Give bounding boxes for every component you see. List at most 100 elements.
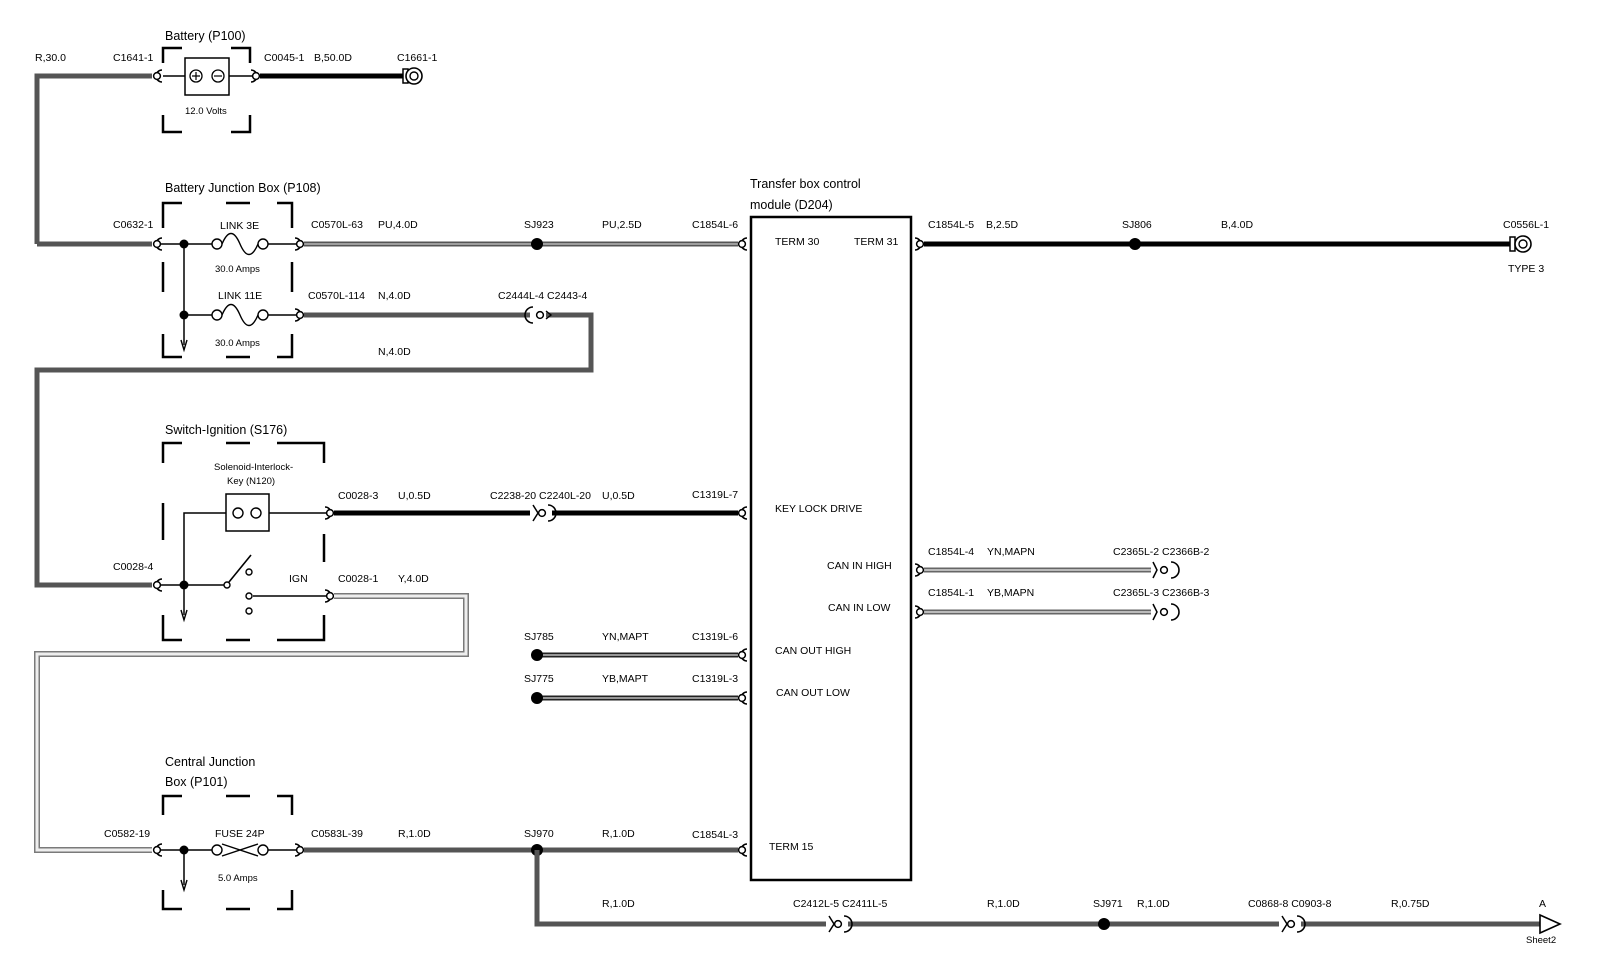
battery-wire-in-label: R,30.0 xyxy=(35,52,66,64)
ground-wire2-label: B,4.0D xyxy=(1221,219,1254,231)
cjb-conn-in: C0582-19 xyxy=(104,828,150,840)
wire-bottom-a xyxy=(534,850,826,927)
connector-c0028-3 xyxy=(324,506,335,520)
connector-c0632-1 xyxy=(152,237,163,251)
bjb-wire2b-label: N,4.0D xyxy=(378,346,411,358)
battery-voltage: 12.0 Volts xyxy=(185,106,227,117)
battery-conn-out-label: C0045-1 xyxy=(264,52,304,64)
bjb-wire2-label: N,4.0D xyxy=(378,290,411,302)
bjb-link2-amps: 30.0 Amps xyxy=(215,338,260,349)
can-high-inline-connector-icon xyxy=(1152,561,1180,579)
module-can-out-low: CAN OUT LOW xyxy=(776,687,850,699)
bjb-title: Battery Junction Box (P108) xyxy=(165,181,321,195)
wire-n-b xyxy=(34,312,594,588)
sheet-continuation-arrow-icon[interactable] xyxy=(1539,913,1562,935)
connector-c0570l-63 xyxy=(294,237,305,251)
module-pin-term30: C1854L-6 xyxy=(692,219,738,231)
battery-conn-in-label: C1641-1 xyxy=(113,52,153,64)
module-can-in-high: CAN IN HIGH xyxy=(827,560,892,572)
inline-connector-c2238-20-icon xyxy=(532,504,557,522)
ignition-ign-label: IGN xyxy=(289,573,308,585)
cjb-wire1: R,1.0D xyxy=(398,828,431,840)
connector-c1854l-4 xyxy=(914,563,925,577)
bjb-box xyxy=(158,201,300,359)
cjb-box xyxy=(158,794,300,911)
bjb-inline-conn-label: C2444L-4 C2443-4 xyxy=(498,290,587,302)
wire-ign-y xyxy=(34,593,469,853)
bottom-arrow-label: A xyxy=(1539,898,1546,910)
can-left-splice-low: SJ775 xyxy=(524,673,554,685)
connector-c0582-19 xyxy=(152,843,163,857)
bjb-conn-out2-label: C0570L-114 xyxy=(308,290,365,302)
can-right-wire-high: YN,MAPN xyxy=(987,546,1035,558)
can-low-inline-connector-icon xyxy=(1152,603,1180,621)
bottom-conn2: C0868-8 C0903-8 xyxy=(1248,898,1332,910)
can-left-splice-high: SJ785 xyxy=(524,631,554,643)
can-left-wire-low: YB,MAPT xyxy=(602,673,649,685)
connector-c0028-4 xyxy=(152,578,163,592)
ground-c0556l-1-icon xyxy=(1509,235,1532,253)
splice-sj775 xyxy=(531,692,543,704)
connector-c1854l-3 xyxy=(737,843,748,857)
ignition-wire-ign: Y,4.0D xyxy=(398,573,429,585)
connector-c1319l-3 xyxy=(737,691,748,705)
can-right-conn-low: C2365L-3 C2366B-3 xyxy=(1113,587,1209,599)
cjb-fuse: FUSE 24P xyxy=(215,828,265,840)
ignition-title: Switch-Ignition (S176) xyxy=(165,423,287,437)
connector-c1854l-6 xyxy=(737,237,748,251)
connector-c1641-1 xyxy=(152,69,163,83)
inline-connector-c0868-8-icon xyxy=(1281,915,1306,933)
splice-sj971 xyxy=(1098,918,1110,930)
ignition-conn-in: C0028-4 xyxy=(113,561,153,573)
bjb-wire1-label: PU,4.0D xyxy=(378,219,418,231)
bjb-conn-in-label: C0632-1 xyxy=(113,219,153,231)
bottom-wire4: R,0.75D xyxy=(1391,898,1430,910)
splice-sj923 xyxy=(531,238,543,250)
ignition-box xyxy=(158,441,330,642)
bottom-conn1: C2412L-5 C2411L-5 xyxy=(793,898,888,910)
cjb-title-line2: Box (P101) xyxy=(165,775,228,789)
splice-sj785 xyxy=(531,649,543,661)
bottom-splice: SJ971 xyxy=(1093,898,1123,910)
link-11e-fuse-icon xyxy=(211,303,269,327)
connector-c0028-1 xyxy=(324,589,335,603)
connector-c1319l-7 xyxy=(737,506,748,520)
link-3e-fuse-icon xyxy=(211,232,269,256)
connector-c1854l-5 xyxy=(914,237,925,251)
connector-c0570l-114 xyxy=(294,308,305,322)
inline-connector-c2444l-4-icon xyxy=(524,306,553,324)
fuse-24p-icon xyxy=(211,843,269,857)
battery-title: Battery (P100) xyxy=(165,29,246,43)
ground-c1661-1-icon xyxy=(402,67,423,85)
connector-c0583l-39 xyxy=(294,843,305,857)
bjb-conn-out1-label: C0570L-63 xyxy=(311,219,363,231)
bjb-splice1-label: SJ923 xyxy=(524,219,554,231)
can-left-wire-high: YN,MAPT xyxy=(602,631,649,643)
bottom-sheet: Sheet2 xyxy=(1526,935,1556,946)
cjb-fuse-amps: 5.0 Amps xyxy=(218,873,258,884)
ground-conn-label: C0556L-1 xyxy=(1503,219,1549,231)
ignition-wire-sol: U,0.5D xyxy=(398,490,431,502)
bottom-wire2: R,1.0D xyxy=(987,898,1020,910)
cjb-wire2: R,1.0D xyxy=(602,828,635,840)
can-right-conn-high: C2365L-2 C2366B-2 xyxy=(1113,546,1209,558)
module-can-out-high: CAN OUT HIGH xyxy=(775,645,851,657)
module-box xyxy=(749,215,913,882)
module-pin-can-out-low: C1319L-3 xyxy=(692,673,738,685)
bottom-wire3: R,1.0D xyxy=(1137,898,1170,910)
battery-box xyxy=(161,46,252,134)
module-pin-term15: C1854L-3 xyxy=(692,829,738,841)
module-term15: TERM 15 xyxy=(769,841,814,853)
bottom-wire1: R,1.0D xyxy=(602,898,635,910)
ignition-solenoid-line1: Solenoid-Interlock- xyxy=(214,462,293,473)
cjb-splice: SJ970 xyxy=(524,828,554,840)
can-right-pin-high: C1854L-4 xyxy=(928,546,974,558)
ignition-conn-ign: C0028-1 xyxy=(338,573,378,585)
module-term30: TERM 30 xyxy=(775,236,820,248)
module-key-lock: KEY LOCK DRIVE xyxy=(775,503,862,515)
module-pin-key: C1319L-7 xyxy=(692,489,738,501)
cjb-title-line1: Central Junction xyxy=(165,755,255,769)
battery-ground-label: C1661-1 xyxy=(397,52,437,64)
module-title-line1: Transfer box control xyxy=(750,177,861,191)
